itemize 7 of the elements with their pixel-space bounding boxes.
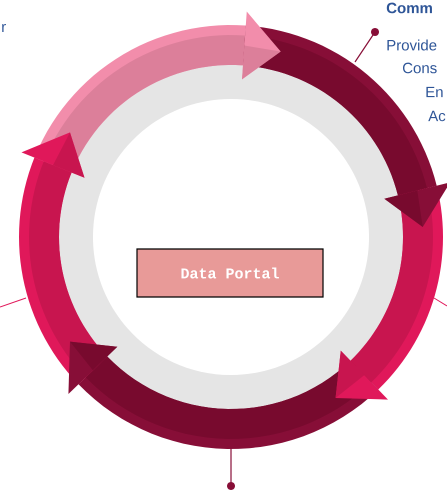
description-text: Provide bbox=[387, 40, 436, 50]
description-text: En bbox=[426, 86, 443, 98]
description-text: Ac bbox=[428, 110, 446, 122]
heading-text: Comm bbox=[386, 2, 432, 14]
description-text: r bbox=[2, 24, 6, 32]
title-box: Data Portal bbox=[136, 248, 324, 298]
description-text: Cons bbox=[402, 62, 437, 74]
